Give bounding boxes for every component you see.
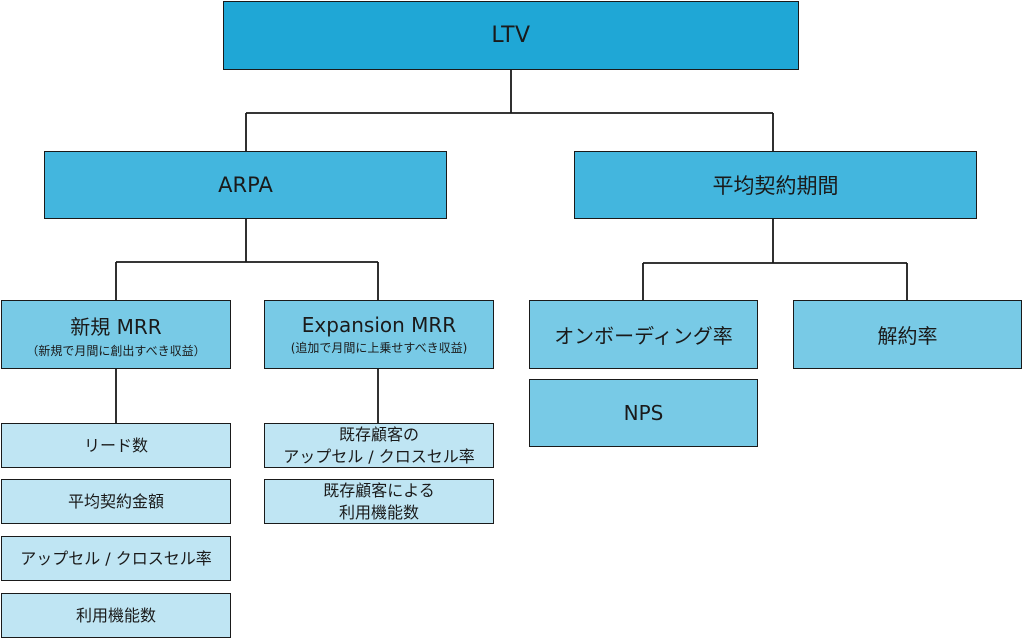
expansion-item-line2: アップセル / クロスセル率 <box>283 446 475 466</box>
ltv-node: LTV <box>223 1 799 70</box>
expansion-mrr-item-existing-upsell: 既存顧客の アップセル / クロスセル率 <box>264 423 494 468</box>
new-mrr-item-label: リード数 <box>83 435 148 455</box>
new-mrr-item-label: アップセル / クロスセル率 <box>20 548 212 568</box>
nps-label: NPS <box>623 401 664 425</box>
arpa-node: ARPA <box>44 151 447 219</box>
ltv-label: LTV <box>491 23 531 48</box>
expansion-item-line1: 既存顧客の <box>338 424 419 444</box>
connector-ltv <box>245 70 774 151</box>
expansion-item-line2: 利用機能数 <box>338 502 419 522</box>
new-mrr-item-features-used: 利用機能数 <box>1 593 231 638</box>
new-mrr-item-lead-count: リード数 <box>1 423 231 468</box>
new-mrr-label: 新規 MRR <box>70 314 162 339</box>
new-mrr-item-label: 平均契約金額 <box>67 491 164 511</box>
new-mrr-item-average-contract-amount: 平均契約金額 <box>1 479 231 524</box>
nps-node: NPS <box>529 379 758 447</box>
new-mrr-item-label: 利用機能数 <box>75 605 156 625</box>
arpa-label: ARPA <box>218 173 273 197</box>
expansion-mrr-item-existing-features: 既存顧客による 利用機能数 <box>264 479 494 524</box>
new-mrr-node: 新規 MRR （新規で月間に創出すべき収益） <box>1 300 231 369</box>
churn-node: 解約率 <box>793 300 1022 369</box>
new-mrr-sub: （新規で月間に創出すべき収益） <box>26 343 206 358</box>
onboarding-label: オンボーディング率 <box>554 324 733 348</box>
churn-label: 解約率 <box>877 324 938 348</box>
connector-arpa <box>115 219 379 300</box>
contract-period-label: 平均契約期間 <box>712 174 839 198</box>
expansion-mrr-sub: (追加で月間に上乗せすべき収益) <box>290 341 468 355</box>
connector-contract-period <box>642 219 908 300</box>
expansion-item-line1: 既存顧客による <box>323 480 435 500</box>
new-mrr-item-upsell-cross-sell-rate: アップセル / クロスセル率 <box>1 536 231 581</box>
contract-period-node: 平均契約期間 <box>574 151 977 219</box>
onboarding-node: オンボーディング率 <box>529 300 758 369</box>
expansion-mrr-node: Expansion MRR (追加で月間に上乗せすべき収益) <box>264 300 494 369</box>
expansion-mrr-label: Expansion MRR <box>301 313 457 337</box>
